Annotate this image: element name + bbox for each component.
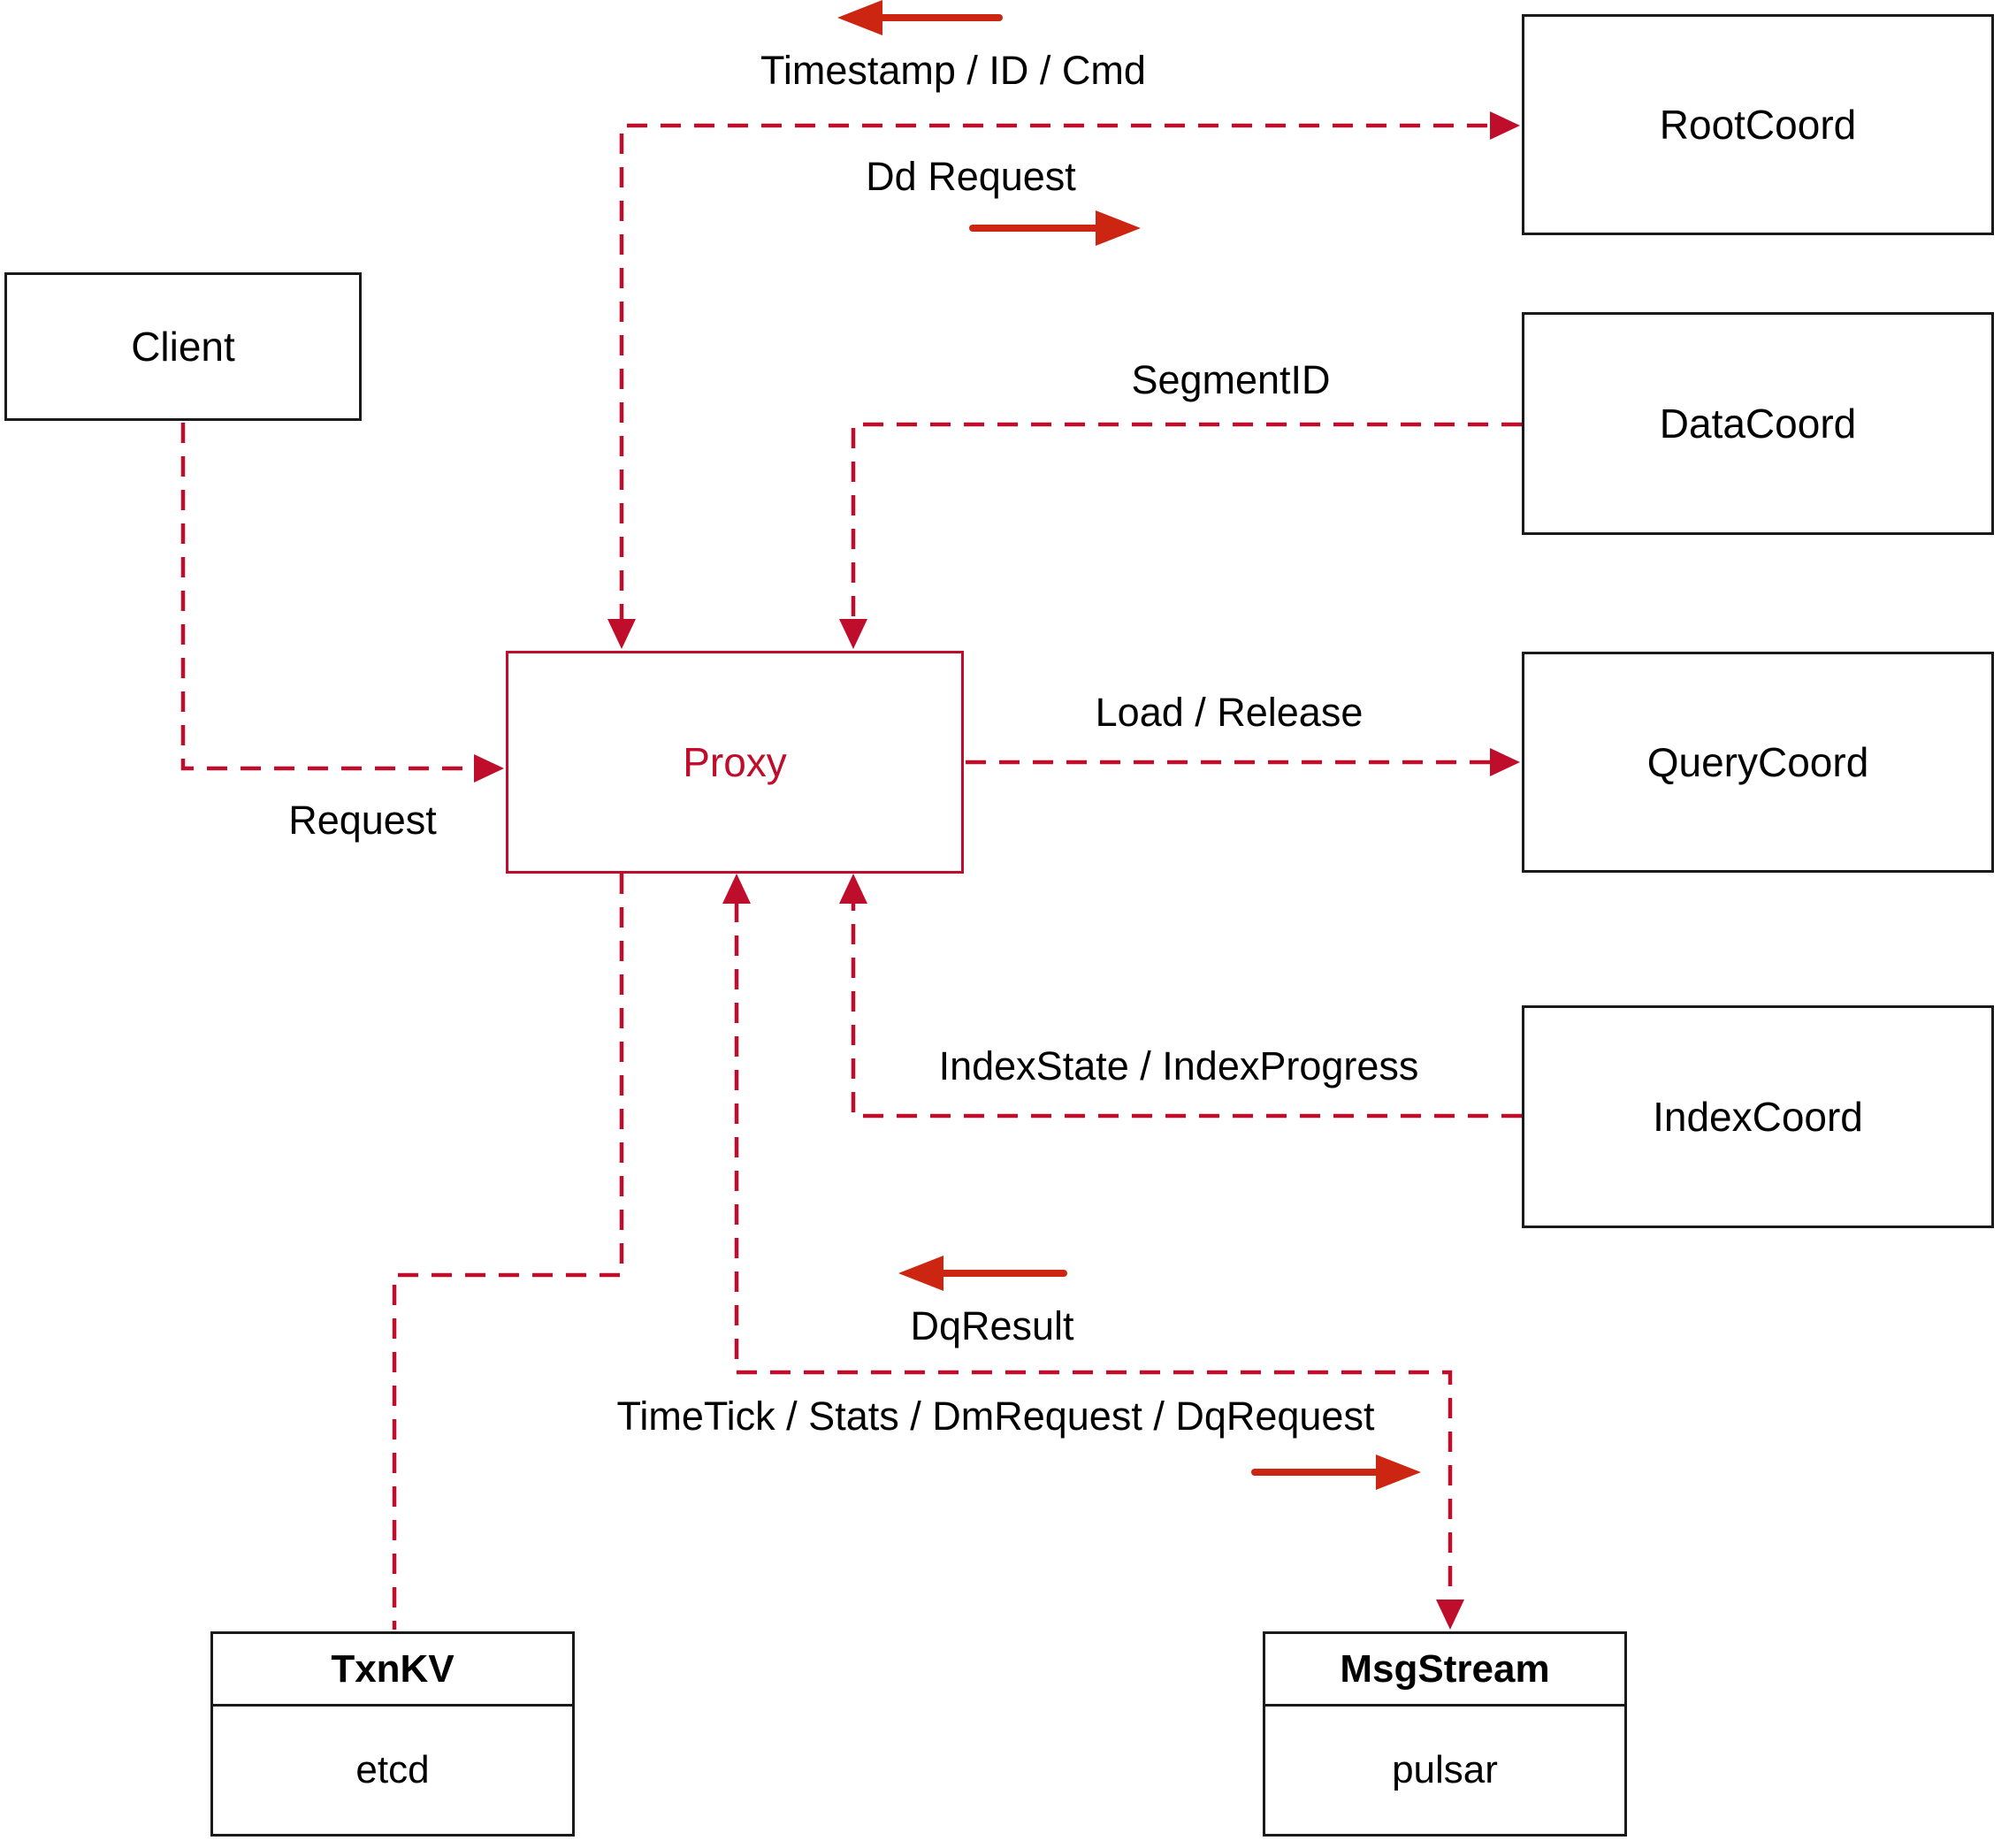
arrowhead-into-proxy-left (474, 754, 504, 783)
node-proxy: Proxy (506, 651, 964, 874)
edge-proxy-msgstream (734, 902, 1453, 1602)
node-querycoord-label: QueryCoord (1646, 739, 1869, 785)
direction-arrow-timestamp-left (837, 0, 1003, 35)
node-txnkv-impl: etcd (355, 1748, 430, 1791)
arrowhead-into-proxy-top-left (607, 619, 636, 649)
edge-label-load-release: Load / Release (1095, 690, 1364, 735)
node-msgstream-impl: pulsar (1392, 1748, 1498, 1791)
edge-indexcoord-proxy (851, 902, 1522, 1119)
node-client: Client (4, 272, 362, 421)
node-datacoord-label: DataCoord (1659, 401, 1857, 447)
edge-label-request: Request (288, 798, 437, 843)
edge-proxy-txnkv (392, 874, 624, 1630)
edge-label-dd-request: Dd Request (866, 154, 1076, 199)
node-txnkv: TxnKV etcd (210, 1631, 575, 1837)
arrowhead-into-proxy-top-right (839, 619, 867, 649)
node-rootcoord-label: RootCoord (1659, 102, 1857, 148)
node-querycoord: QueryCoord (1522, 652, 1994, 873)
arrowhead-into-proxy-bottom-right (839, 874, 867, 904)
node-msgstream: MsgStream pulsar (1263, 1631, 1627, 1837)
edge-proxy-rootcoord (619, 123, 1490, 624)
node-indexcoord: IndexCoord (1522, 1005, 1994, 1228)
node-indexcoord-label: IndexCoord (1653, 1094, 1863, 1140)
node-msgstream-title: MsgStream (1265, 1634, 1624, 1707)
arrowhead-into-msgstream (1436, 1600, 1464, 1630)
edge-label-segmentid: SegmentID (1131, 357, 1331, 402)
direction-arrow-dqresult-left (898, 1256, 1067, 1291)
arrowhead-into-rootcoord (1490, 111, 1520, 140)
arrowhead-into-proxy-bottom-left (722, 874, 751, 904)
node-txnkv-title: TxnKV (213, 1634, 572, 1707)
node-client-label: Client (131, 324, 235, 370)
edge-label-timestamp-id-cmd: Timestamp / ID / Cmd (760, 48, 1146, 93)
edge-datacoord-proxy (851, 422, 1522, 622)
arrowhead-into-querycoord (1490, 748, 1520, 776)
direction-arrow-dd-request-right (969, 210, 1141, 246)
edge-label-timetick-stats: TimeTick / Stats / DmRequest / DqRequest (616, 1394, 1375, 1439)
edge-label-indexstate-indexprogress: IndexState / IndexProgress (938, 1043, 1419, 1088)
node-datacoord: DataCoord (1522, 312, 1994, 535)
node-rootcoord: RootCoord (1522, 14, 1994, 235)
direction-arrow-timetick-right (1251, 1455, 1421, 1490)
node-proxy-label: Proxy (683, 739, 787, 785)
edge-client-proxy (180, 423, 476, 771)
edge-label-dqresult: DqResult (910, 1303, 1074, 1348)
